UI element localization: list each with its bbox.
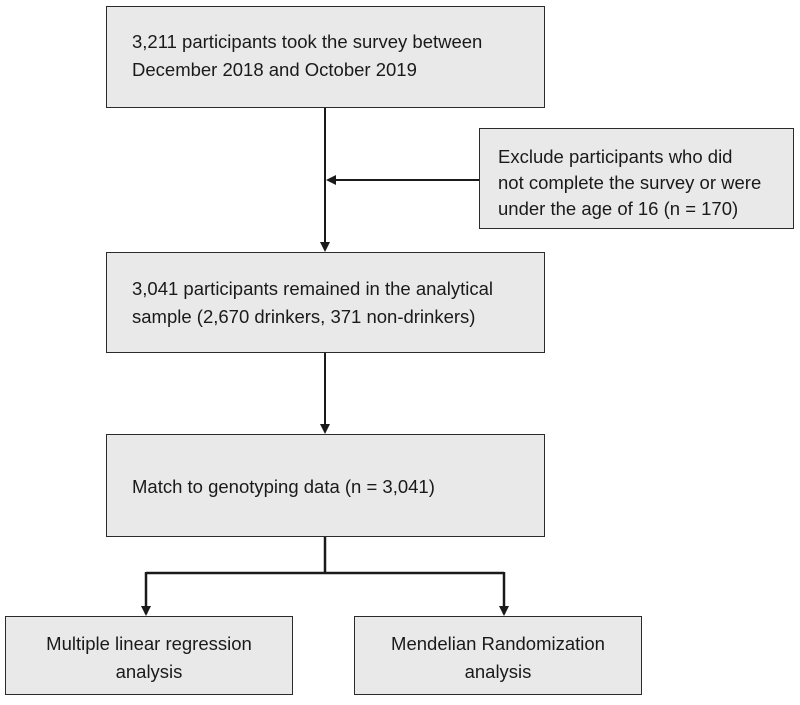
- genotyping-match-box: Match to genotyping data (n = 3,041): [106, 434, 545, 537]
- analytical-sample-text: 3,041 participants remained in the analy…: [132, 278, 493, 327]
- analytical-sample-box: 3,041 participants remained in the analy…: [106, 252, 545, 353]
- regression-analysis-text: Multiple linear regression analysis: [46, 633, 252, 682]
- mendelian-randomization-box: Mendelian Randomization analysis: [354, 616, 642, 695]
- mendelian-randomization-text: Mendelian Randomization analysis: [391, 633, 605, 682]
- survey-participants-text: 3,211 participants took the survey betwe…: [132, 31, 483, 80]
- exclusion-text: Exclude participants who did not complet…: [498, 146, 762, 219]
- regression-analysis-box: Multiple linear regression analysis: [5, 616, 293, 695]
- survey-participants-box: 3,211 participants took the survey betwe…: [106, 6, 545, 108]
- exclusion-box: Exclude participants who did not complet…: [479, 128, 794, 229]
- genotyping-match-text: Match to genotyping data (n = 3,041): [132, 476, 435, 497]
